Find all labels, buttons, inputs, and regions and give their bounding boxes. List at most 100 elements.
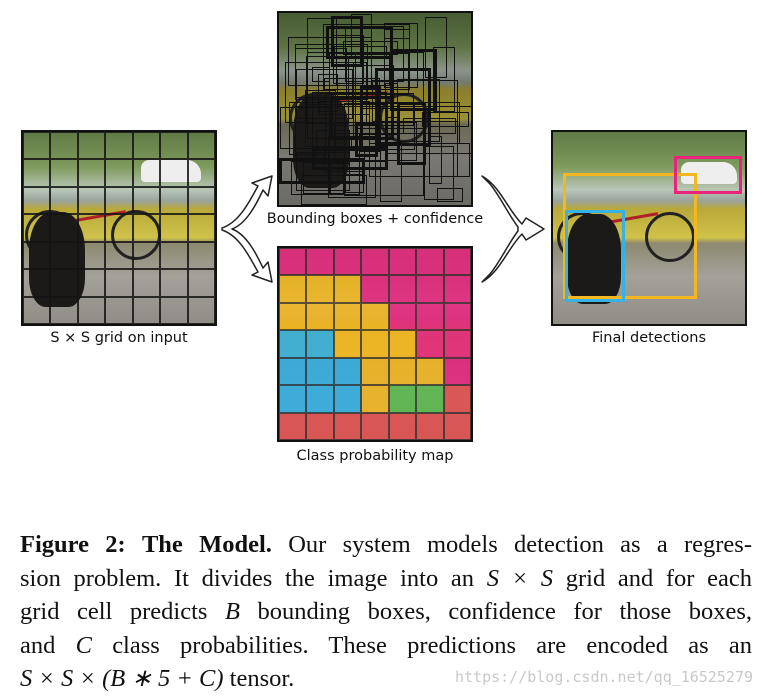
grid-cell	[160, 132, 188, 160]
class-cell	[306, 330, 334, 358]
bounding-box	[296, 69, 353, 119]
bounding-box	[424, 145, 455, 200]
class-cell	[388, 412, 417, 440]
class-cell	[416, 330, 444, 358]
grid-cell	[50, 132, 78, 160]
class-cell	[361, 357, 389, 386]
grid-cell	[23, 186, 51, 215]
caption-line-3: grid cell predicts B bounding boxes, con…	[20, 597, 752, 627]
class-cell	[279, 385, 307, 413]
bounding-box	[279, 107, 331, 150]
arrows	[221, 175, 545, 283]
bounding-box	[389, 49, 438, 112]
bounding-box	[383, 22, 419, 88]
caption-text: sion problem. It divides the image into …	[20, 565, 475, 592]
bounding-box	[436, 188, 463, 202]
grid-cell	[50, 241, 78, 270]
grid-cell	[160, 186, 188, 215]
car-detection-box	[674, 156, 742, 194]
class-cell	[306, 357, 334, 386]
bounding-box	[361, 64, 394, 103]
class-cell	[306, 248, 334, 276]
grid-cell	[187, 214, 215, 242]
class-cell	[388, 357, 417, 386]
caption-text: class probabilities. These predictions a…	[112, 632, 752, 659]
grid-cell	[77, 159, 106, 187]
math: S × S × (B ∗ 5 + C)	[20, 665, 224, 692]
grid-cell	[187, 241, 215, 270]
bounding-box	[343, 102, 416, 150]
grid-cell	[105, 214, 133, 242]
grid-cell	[132, 241, 161, 270]
grid-cell	[77, 241, 106, 270]
bounding-box	[311, 67, 331, 83]
class-cell	[416, 385, 444, 413]
grid-cell	[105, 159, 133, 187]
input-image-panel	[21, 130, 217, 326]
class-cell	[416, 275, 444, 303]
grid-cell	[132, 186, 161, 215]
bounding-box	[316, 130, 351, 165]
split-arrow-icon	[221, 175, 273, 283]
grid-cell	[187, 159, 215, 187]
class-cell	[416, 412, 444, 440]
class-cell	[333, 357, 362, 386]
class-cell	[361, 248, 389, 276]
class-cell	[388, 275, 417, 303]
grid-cell	[23, 214, 51, 242]
grid-cell	[23, 132, 51, 160]
grid-cell	[132, 132, 161, 160]
bounding-box	[322, 24, 411, 91]
grid-cell	[187, 269, 215, 297]
bounding-box	[328, 136, 377, 198]
grid-cell	[23, 269, 51, 297]
dog	[567, 214, 621, 304]
grid-cell	[77, 214, 106, 242]
bounding-box	[279, 158, 366, 184]
caption-text: grid cell predicts	[20, 598, 208, 625]
watermark: https://blog.csdn.net/qq_16525279	[454, 668, 753, 686]
grid-cell	[77, 186, 106, 215]
bicycle-detection-box	[563, 173, 697, 299]
bike-wheel	[645, 212, 695, 262]
class-cell	[306, 385, 334, 413]
grid-cell	[187, 296, 215, 324]
grid-cell	[132, 159, 161, 187]
grid-cell	[77, 132, 106, 160]
caption-line-4: and C class probabilities. These predict…	[20, 631, 752, 661]
caption-text: bounding boxes, confidence for those box…	[257, 598, 753, 625]
bounding-box	[345, 25, 405, 83]
class-cell	[361, 275, 389, 303]
class-cell	[333, 275, 362, 303]
grid-cell	[50, 186, 78, 215]
class-cell	[443, 385, 471, 413]
math: C	[75, 632, 92, 659]
class-cell	[443, 302, 471, 331]
class-cell	[361, 412, 389, 440]
class-cell	[279, 275, 307, 303]
bounding-box	[303, 161, 344, 195]
class-cell	[279, 412, 307, 440]
math: B	[224, 598, 240, 625]
grid-cell	[160, 296, 188, 324]
grid-cell	[160, 269, 188, 297]
grid-cell	[160, 159, 188, 187]
car	[141, 160, 201, 182]
class-cell	[443, 275, 471, 303]
grid-cell	[50, 159, 78, 187]
class-cell	[361, 302, 389, 331]
class-cell	[306, 302, 334, 331]
class-cell	[388, 330, 417, 358]
classmap-label: Class probability map	[296, 448, 454, 464]
class-cell	[388, 248, 417, 276]
class-cell	[361, 385, 389, 413]
math: S × S	[486, 565, 554, 592]
class-cell	[279, 302, 307, 331]
class-cell	[306, 412, 334, 440]
final-label: Final detections	[591, 330, 707, 346]
class-cell	[443, 248, 471, 276]
class-cell	[279, 248, 307, 276]
caption-text: tensor.	[229, 665, 295, 692]
grid-cell	[50, 214, 78, 242]
bounding-box	[429, 143, 470, 178]
